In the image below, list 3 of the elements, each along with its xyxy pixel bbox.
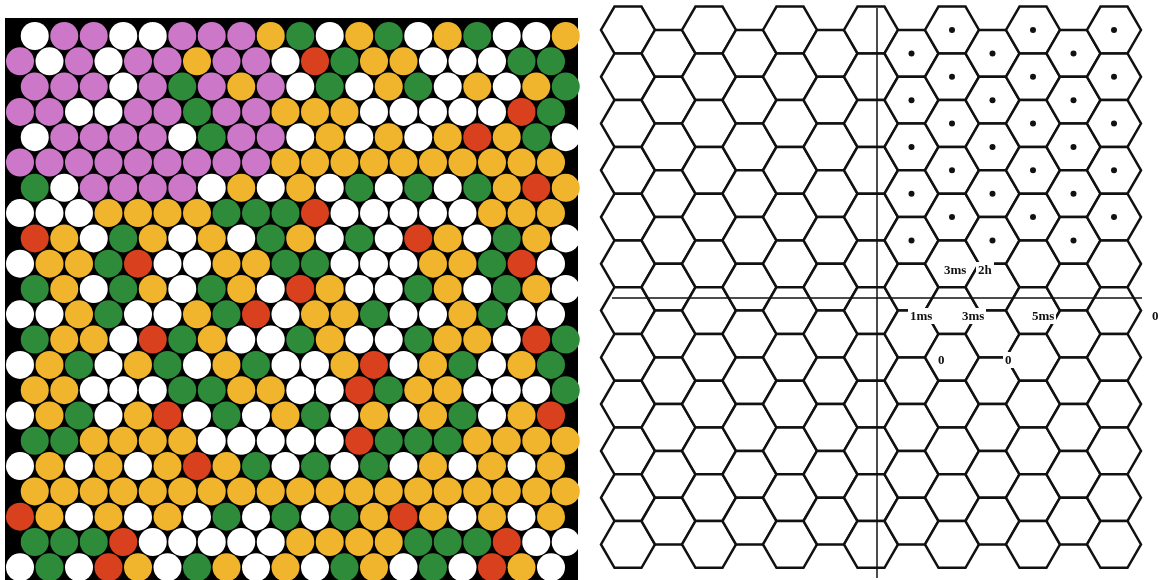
axis-label: 0	[1003, 352, 1014, 368]
axis-label: 3ms	[960, 308, 987, 324]
axis-label: 1ms	[908, 308, 935, 324]
